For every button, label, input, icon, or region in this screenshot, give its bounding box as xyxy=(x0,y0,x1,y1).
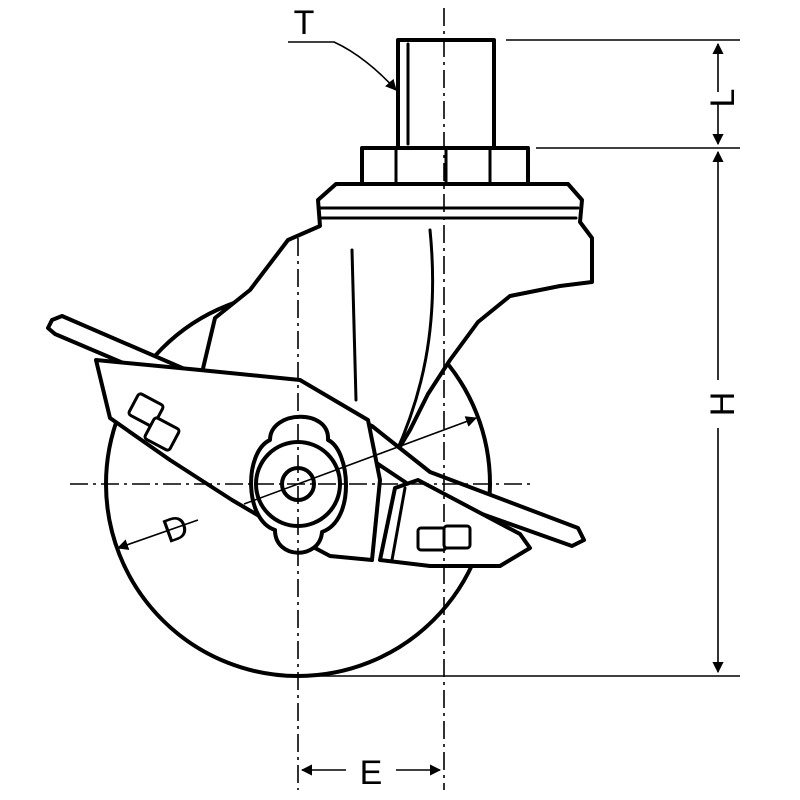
threaded-stem xyxy=(396,38,496,150)
fork-bolt xyxy=(127,392,181,452)
thread-callout: T xyxy=(288,4,397,91)
hex-nut xyxy=(360,146,530,186)
label-l: L xyxy=(704,89,742,108)
label-h: H xyxy=(704,392,742,417)
dimension-l: L xyxy=(704,42,742,146)
brake-plate xyxy=(378,478,532,568)
dimension-e: E xyxy=(300,754,442,792)
plate-bolt xyxy=(416,524,472,552)
dimension-h: H xyxy=(704,150,742,674)
extension-lines xyxy=(300,39,740,677)
label-t: T xyxy=(294,4,315,42)
label-e: E xyxy=(360,754,383,792)
